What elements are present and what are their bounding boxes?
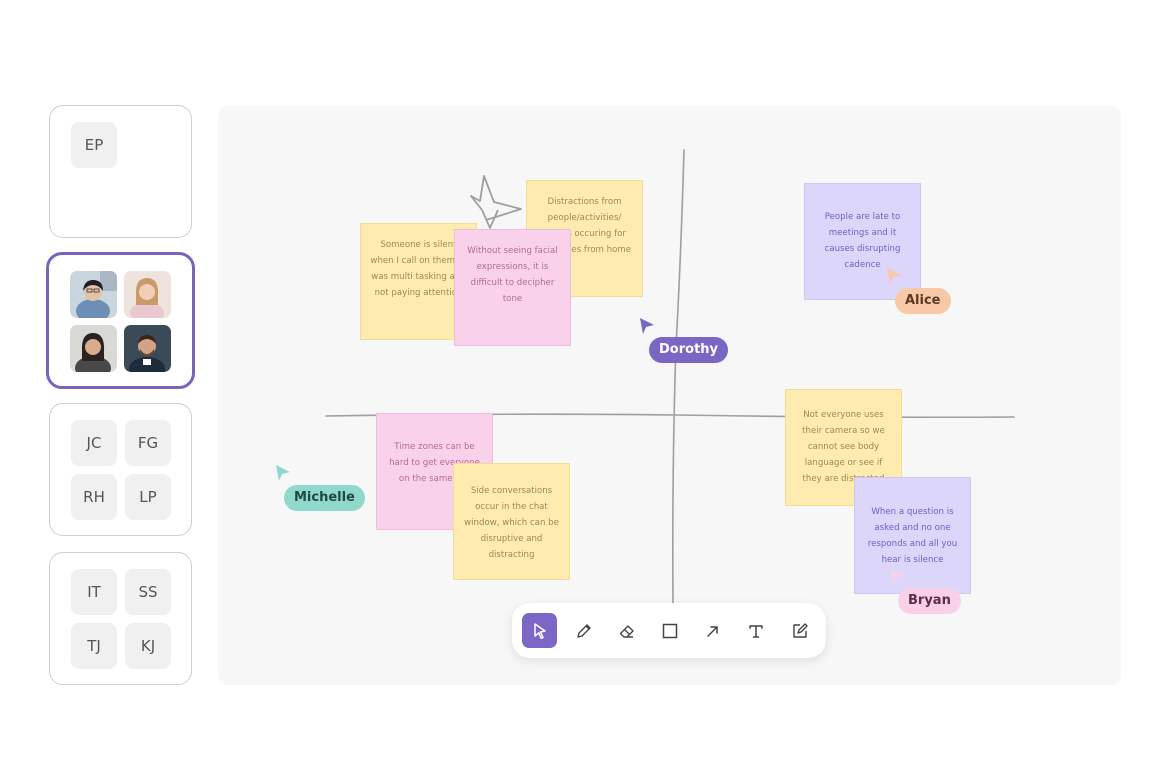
eraser-icon <box>619 624 634 638</box>
whiteboard-canvas[interactable]: Someone is silent when I call on them or… <box>218 106 1121 685</box>
participant-avatar[interactable]: EP <box>71 122 117 168</box>
participant-avatar[interactable]: JC <box>71 420 117 466</box>
select-icon <box>533 622 546 639</box>
video-thumbnail <box>70 325 117 372</box>
quadrant-axes <box>325 149 1015 604</box>
participant-initials: SS <box>138 583 158 601</box>
participant-video-4[interactable] <box>124 325 171 372</box>
participant-initials: LP <box>139 488 157 506</box>
sticky-note[interactable]: Side conversations occur in the chat win… <box>453 463 570 580</box>
text-tool-button[interactable] <box>738 613 773 648</box>
sticky-note[interactable]: People are late to meetings and it cause… <box>804 183 921 300</box>
participant-group-4[interactable]: IT SS TJ KJ <box>49 552 192 685</box>
participant-avatar[interactable]: RH <box>71 474 117 520</box>
select-tool-button[interactable] <box>522 613 557 648</box>
sticky-note[interactable]: When a question is asked and no one resp… <box>854 477 971 594</box>
rectangle-tool-button[interactable] <box>652 613 687 648</box>
rectangle-icon <box>662 623 677 638</box>
video-thumbnail <box>70 271 117 318</box>
participant-avatar[interactable]: TJ <box>71 623 117 669</box>
participant-avatar[interactable]: FG <box>125 420 171 466</box>
participant-initials: EP <box>84 136 104 154</box>
sticky-note-icon <box>792 622 808 638</box>
participant-video-2[interactable] <box>124 271 171 318</box>
text-icon <box>748 624 763 638</box>
sticky-note-tool-button[interactable] <box>782 613 817 648</box>
cursor-label-bryan: Bryan <box>898 588 961 614</box>
arrow-tool-button[interactable] <box>695 613 730 648</box>
arrow-icon <box>706 625 718 637</box>
participant-video-1[interactable] <box>70 271 117 318</box>
participant-avatar[interactable]: LP <box>125 474 171 520</box>
eraser-tool-button[interactable] <box>609 613 644 648</box>
drawing-toolbar <box>512 603 826 658</box>
pen-icon <box>576 623 591 638</box>
pen-tool-button[interactable] <box>566 613 601 648</box>
video-thumbnail <box>124 325 171 372</box>
cursor-alice-icon <box>887 268 901 284</box>
cursor-label-alice: Alice <box>895 288 951 314</box>
cursor-michelle-icon <box>276 465 290 481</box>
cursor-dorothy-icon <box>640 318 654 334</box>
participant-avatar[interactable]: SS <box>125 569 171 615</box>
participant-initials: TJ <box>87 637 101 655</box>
participant-initials: JC <box>86 434 102 452</box>
cursor-label-dorothy: Dorothy <box>649 337 729 363</box>
participant-group-active[interactable] <box>46 252 195 389</box>
star-doodle <box>470 175 522 229</box>
video-thumbnail <box>124 271 171 318</box>
participant-video-3[interactable] <box>70 325 117 372</box>
participant-avatar[interactable]: IT <box>71 569 117 615</box>
participant-initials: RH <box>83 488 105 506</box>
participant-group-3[interactable]: JC FG RH LP <box>49 403 192 536</box>
participant-initials: FG <box>137 434 159 452</box>
participant-initials: KJ <box>140 637 156 655</box>
cursor-bryan-icon <box>890 569 904 585</box>
sticky-note[interactable]: Without seeing facial expressions, it is… <box>454 229 571 346</box>
cursor-label-michelle: Michelle <box>284 485 365 511</box>
participant-avatar[interactable]: KJ <box>125 623 171 669</box>
sticky-note[interactable]: Not everyone uses their camera so we can… <box>785 389 902 506</box>
participant-group-1[interactable]: EP <box>49 105 192 238</box>
participant-initials: IT <box>87 583 101 601</box>
